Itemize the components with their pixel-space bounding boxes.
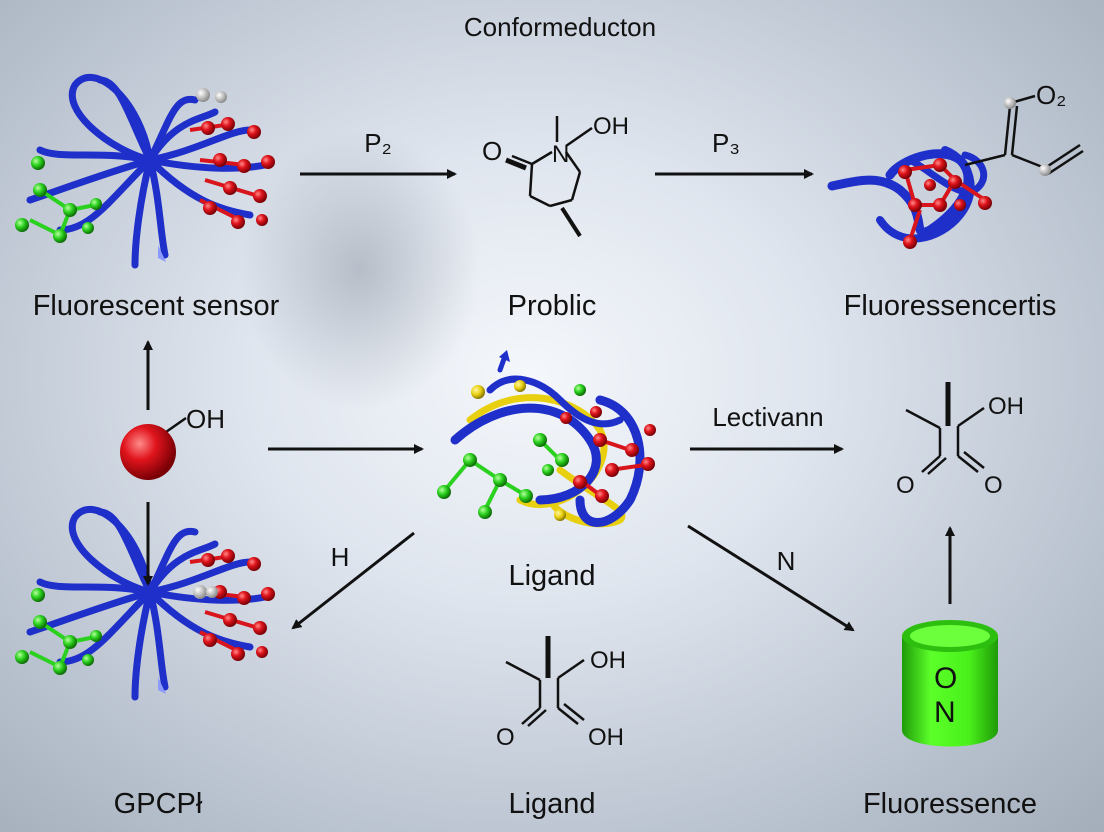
protein-model-gpcr xyxy=(15,506,275,701)
chem-o-problic: O xyxy=(482,136,502,166)
arrow-complex-to-gpcr xyxy=(291,531,415,630)
ligand-structure xyxy=(505,636,585,727)
chem-oh-ligand-top: OH xyxy=(590,647,626,674)
cylinder-n-label: N xyxy=(934,696,956,729)
label-ligand-center: Ligand xyxy=(508,560,596,592)
label-problic: Problic xyxy=(507,290,597,322)
problic-structure xyxy=(505,116,593,238)
chem-o-ligand-left: O xyxy=(496,724,515,751)
lectivann-product-structure xyxy=(905,382,985,475)
red-sphere-hydroxyl xyxy=(120,416,187,480)
protein-ligand-complex xyxy=(437,350,656,528)
arrow-label-n: N xyxy=(776,546,796,576)
chem-o-right-lectivann: O xyxy=(984,472,1003,499)
label-fluoressence: Fluoressence xyxy=(862,788,1038,820)
cylinder-o-label: O xyxy=(934,662,957,695)
label-fluoressencertis: Fluoressencertis xyxy=(843,290,1057,322)
chem-oh-ligand-right: OH xyxy=(588,724,624,751)
arrows xyxy=(143,169,955,632)
label-fluorescent-sensor: Fluorescent sensor xyxy=(32,290,280,322)
chem-oh-sphere: OH xyxy=(186,404,225,434)
arrow-label-p2: P₂ xyxy=(364,128,392,158)
protein-model-fluoressencertis xyxy=(827,94,1084,249)
label-ligand-bottom: Ligand xyxy=(508,788,596,820)
background-shadow xyxy=(240,130,480,410)
chem-oh-problic: OH xyxy=(593,113,629,140)
diagram-title: Conformeducton xyxy=(463,12,657,42)
arrow-label-lectivann: Lectivann xyxy=(712,402,824,432)
chem-o-left-lectivann: O xyxy=(896,472,915,499)
label-gpcr: GPCPł xyxy=(113,788,203,820)
arrow-label-h: H xyxy=(330,542,350,572)
fluorescent-cylinder xyxy=(902,620,998,747)
arrow-label-p3: P₃ xyxy=(712,128,740,158)
chem-o2-fluoressencertis: O₂ xyxy=(1036,80,1066,110)
chem-n-problic: N xyxy=(552,141,569,168)
chem-oh-lectivann: OH xyxy=(988,393,1024,420)
arrow-complex-to-cylinder xyxy=(687,524,855,632)
protein-model-sensor xyxy=(15,74,275,269)
